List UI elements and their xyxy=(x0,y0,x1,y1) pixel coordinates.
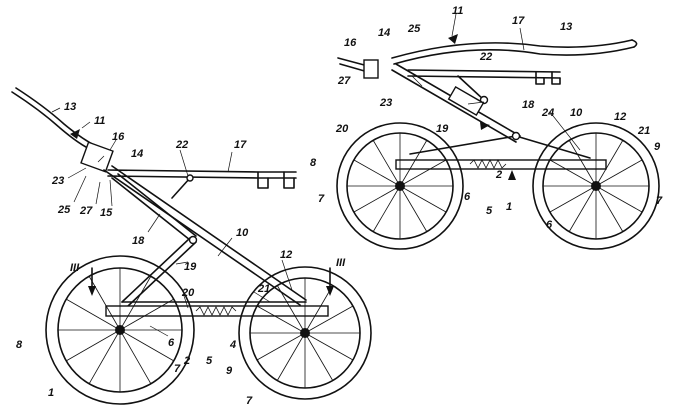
label: 27 xyxy=(79,205,93,217)
label: 6 xyxy=(464,191,471,203)
label: 21 xyxy=(637,125,650,137)
folded-handle-bottom xyxy=(393,46,635,65)
label: 13 xyxy=(64,101,76,113)
sleeve-18 xyxy=(447,85,485,117)
label: 8 xyxy=(310,157,317,169)
label: 6 xyxy=(168,337,175,349)
upper-view-stroller xyxy=(336,34,660,250)
label: III xyxy=(336,257,346,269)
upper-left-wheel xyxy=(336,122,464,250)
label: 20 xyxy=(181,287,195,299)
direction-arrow-24 xyxy=(480,122,490,130)
label: 27 xyxy=(337,75,351,87)
label: 24 xyxy=(541,107,554,119)
direction-arrow xyxy=(70,129,80,139)
rail-end-hook-1 xyxy=(257,171,269,189)
push-handle-outer xyxy=(11,91,93,151)
reference-labels: 13 11 16 14 22 17 23 25 27 15 18 10 19 1… xyxy=(16,5,663,407)
arrow-1 xyxy=(508,170,516,180)
label: 8 xyxy=(16,339,23,351)
label: 2 xyxy=(495,169,502,181)
label: 11 xyxy=(94,115,105,127)
tube-18-edge xyxy=(117,173,197,237)
label: III xyxy=(70,262,80,274)
label: 21 xyxy=(257,283,270,295)
label: 7 xyxy=(318,193,325,205)
label: 10 xyxy=(570,107,583,119)
folded-bottom-tube xyxy=(395,159,607,170)
label: 13 xyxy=(560,21,572,33)
left-wheel xyxy=(45,255,195,405)
label: 20 xyxy=(335,123,349,135)
label: 12 xyxy=(280,249,292,261)
bottom-axle-tube xyxy=(105,305,329,317)
handle-end xyxy=(631,39,638,48)
label: 18 xyxy=(132,235,145,247)
label: 7 xyxy=(246,395,253,407)
label: 22 xyxy=(175,139,188,151)
label: 1 xyxy=(506,201,512,213)
label: 23 xyxy=(51,175,64,187)
brace-22-folded xyxy=(457,75,485,101)
pivot xyxy=(188,235,198,245)
spring-folded xyxy=(469,159,507,169)
folded-handle-top xyxy=(391,39,633,59)
label: 11 xyxy=(452,5,463,17)
handle-hinge-block xyxy=(80,141,114,173)
hinge-block xyxy=(363,59,379,79)
leader-lines xyxy=(51,13,581,337)
label: 14 xyxy=(131,148,143,160)
label: 10 xyxy=(236,227,249,239)
strut-19-edge xyxy=(127,241,197,307)
rail-hooks xyxy=(535,71,561,85)
tube-18 xyxy=(111,177,191,241)
push-handle-inner xyxy=(15,87,97,147)
lower-view-stroller xyxy=(11,87,372,405)
right-wheel xyxy=(238,266,372,400)
upper-right-wheel xyxy=(532,122,660,250)
brace-22 xyxy=(171,177,191,199)
label: 19 xyxy=(184,261,197,273)
label: 5 xyxy=(206,355,213,367)
strut-19 xyxy=(121,237,191,303)
label: 4 xyxy=(229,339,236,351)
main-frame-tube-edge xyxy=(111,165,307,301)
label: 17 xyxy=(234,139,247,151)
folded-rail xyxy=(407,69,561,79)
label: 6 xyxy=(546,219,553,231)
label: 25 xyxy=(407,23,421,35)
label: 12 xyxy=(614,111,626,123)
label: 15 xyxy=(100,207,113,219)
rail-end-hook-2 xyxy=(283,171,295,189)
label: 9 xyxy=(226,365,233,377)
label: 7 xyxy=(174,363,181,375)
main-frame-tube xyxy=(103,169,301,306)
pivot xyxy=(186,174,194,182)
label: 7 xyxy=(656,195,663,207)
label: 2 xyxy=(183,355,190,367)
label: 14 xyxy=(378,27,390,39)
label: 22 xyxy=(479,51,492,63)
label: 1 xyxy=(48,387,54,399)
label: 16 xyxy=(344,37,357,49)
label: 16 xyxy=(112,131,125,143)
direction-arrow-11 xyxy=(448,34,458,44)
label: 5 xyxy=(486,205,493,217)
label: 17 xyxy=(512,15,525,27)
label: 9 xyxy=(654,141,661,153)
strut-19-folded xyxy=(409,135,517,155)
label: 18 xyxy=(522,99,535,111)
label: 19 xyxy=(436,123,449,135)
label: 25 xyxy=(57,204,71,216)
label: 23 xyxy=(379,97,392,109)
upper-rail xyxy=(107,169,297,173)
spring-5 xyxy=(195,306,237,316)
